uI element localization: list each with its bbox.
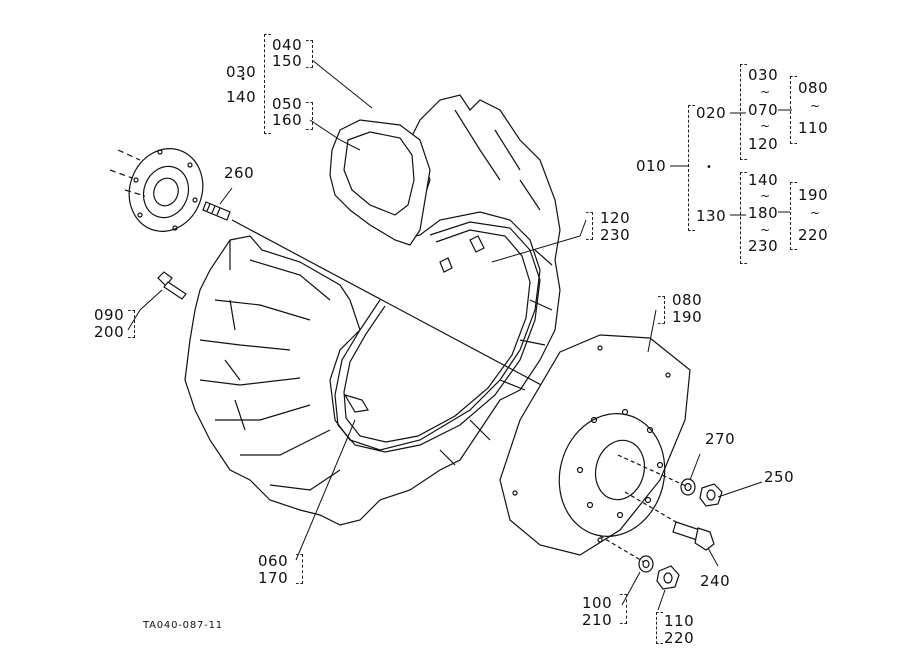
- bracket-050: [306, 102, 313, 130]
- label-160: 160: [272, 111, 303, 129]
- label-100: 100: [582, 594, 613, 612]
- label-040: 040: [272, 36, 303, 54]
- tree-tilde-3: ~: [810, 99, 821, 113]
- leader-120: [491, 219, 587, 263]
- tree-tilde-5: ~: [760, 223, 771, 237]
- label-dot-030: •: [240, 74, 247, 85]
- leader-100: [621, 571, 641, 606]
- label-170: 170: [258, 569, 289, 587]
- label-260: 260: [224, 164, 255, 182]
- bracket-030: [264, 34, 271, 134]
- label-240: 240: [700, 572, 731, 590]
- tree-010: 010: [636, 157, 667, 175]
- tree-tilde-1: ~: [760, 85, 771, 99]
- wheel-rim: [334, 221, 541, 453]
- bracket-080b: [658, 296, 665, 324]
- tree-tilde-4: ~: [760, 189, 771, 203]
- label-140: 140: [226, 88, 257, 106]
- bracket-040: [306, 40, 313, 68]
- tree-020: 020: [696, 104, 727, 122]
- leader-090: [127, 289, 163, 331]
- hub-bolt: [157, 271, 187, 300]
- label-150: 150: [272, 52, 303, 70]
- washer-270: [680, 478, 696, 496]
- bracket-100: [620, 594, 627, 624]
- tree-tilde-2: ~: [760, 119, 771, 133]
- tree-130: 130: [696, 207, 727, 225]
- leader-250: [717, 481, 763, 498]
- tree-dot: •: [706, 162, 713, 173]
- label-250: 250: [764, 468, 795, 486]
- label-060: 060: [258, 552, 289, 570]
- tree-180: 180: [748, 204, 779, 222]
- label-050: 050: [272, 95, 303, 113]
- leader-260: [219, 187, 233, 205]
- leader-050: [309, 119, 361, 151]
- label-030: 030: [226, 63, 257, 81]
- bracket-130: [740, 172, 747, 264]
- bracket-080: [790, 76, 797, 144]
- label-230: 230: [600, 226, 631, 244]
- tree-140: 140: [748, 171, 779, 189]
- inner-tube: [329, 119, 431, 246]
- nut-110: [656, 565, 680, 590]
- label-270: 270: [705, 430, 736, 448]
- leader-240: [707, 547, 719, 567]
- label-080: 080: [672, 291, 703, 309]
- tree-030: 030: [748, 66, 779, 84]
- bracket-020: [740, 64, 747, 160]
- tree-110: 110: [798, 119, 829, 137]
- label-220: 220: [664, 629, 695, 647]
- leader-040: [311, 59, 373, 109]
- tree-230: 230: [748, 237, 779, 255]
- label-090: 090: [94, 306, 125, 324]
- wheel-disc: [499, 334, 691, 556]
- leader-110: [657, 589, 666, 611]
- axis-line: [231, 219, 561, 396]
- label-190: 190: [672, 308, 703, 326]
- bracket-190: [790, 182, 797, 250]
- label-210: 210: [582, 611, 613, 629]
- tree-120: 120: [748, 135, 779, 153]
- label-120: 120: [600, 209, 631, 227]
- figure-code: TA040-087-11: [143, 620, 223, 631]
- stud-bolt: [202, 201, 231, 221]
- tree-080: 080: [798, 79, 829, 97]
- tractor-tire: [184, 94, 561, 526]
- leader-080: [647, 309, 657, 353]
- label-110: 110: [664, 612, 695, 630]
- hub-flange: [109, 148, 204, 232]
- bracket-010: [688, 105, 695, 231]
- bolt-240: [672, 521, 715, 551]
- tree-070: 070: [748, 101, 779, 119]
- bracket-110: [656, 612, 663, 644]
- nut-250: [699, 483, 723, 507]
- washer-100: [638, 555, 654, 573]
- label-200: 200: [94, 323, 125, 341]
- tree-220: 220: [798, 226, 829, 244]
- bracket-120: [586, 212, 593, 240]
- leader-060: [295, 419, 356, 561]
- leader-270: [689, 453, 701, 481]
- tree-190: 190: [798, 186, 829, 204]
- bracket-090: [128, 310, 135, 338]
- bracket-060: [296, 554, 303, 584]
- tree-tilde-6: ~: [810, 206, 821, 220]
